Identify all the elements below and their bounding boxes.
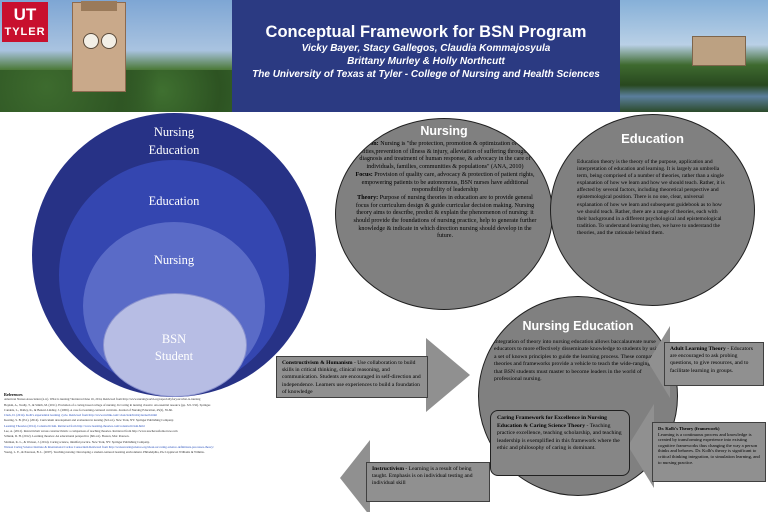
- reference-item: Sitzman, K. L., & Watson, J. (2014). Car…: [4, 439, 150, 444]
- education-text: Education theory is the theory of the pu…: [577, 159, 725, 236]
- caring-label: Caring Framework for Excellence in Nursi…: [497, 415, 607, 429]
- clock-face-icon: [101, 33, 117, 49]
- nursing-definition-label: Definition:: [350, 141, 379, 147]
- header-text: Conceptual Framework for BSN Program Vic…: [232, 22, 620, 81]
- constructivism-box: Constructivism & Humanism - Use collabor…: [276, 356, 428, 398]
- nursing-ring-label: Nursing: [153, 253, 195, 267]
- nursing-title: Nursing: [420, 124, 468, 138]
- campus-lake-photo: [620, 0, 768, 112]
- reference-item: Schunk, D. H. (2012). Learning theories:…: [4, 434, 130, 439]
- poster-title: Conceptual Framework for BSN Program: [265, 23, 587, 41]
- nursing-focus-text: Provision of quality care, advocacy & pr…: [361, 171, 535, 194]
- nursing-theory-text: Purpose of nursing theories in education…: [353, 194, 537, 240]
- constructivism-arrow: Constructivism & Humanism - Use collabor…: [276, 338, 472, 412]
- student-label: Student: [154, 349, 194, 363]
- outer-label-education: Education: [148, 143, 200, 157]
- adult-learning-arrow: Adult Learning Theory - Educators are en…: [648, 326, 766, 398]
- arrow-head: [426, 338, 470, 412]
- adult-learning-box: Adult Learning Theory - Educators are en…: [664, 342, 764, 386]
- affiliation: The University of Texas at Tyler - Colle…: [252, 69, 600, 80]
- reference-item[interactable]: Clark, D. (2014). Kolb's experiential le…: [4, 413, 158, 418]
- nursing-education-text: Integration of theory into nursing educa…: [494, 339, 664, 383]
- authors-line-2: Brittany Murley & Holly Northcutt: [347, 56, 505, 67]
- education-ring-label: Education: [148, 194, 200, 208]
- reference-item: Lee, A. (2012). Instructivism versus con…: [4, 429, 178, 434]
- clock-tower: [72, 1, 126, 92]
- reference-item: Young, L. E., & Paterson, B. L. (2007). …: [4, 450, 205, 455]
- campus-building: [692, 36, 746, 66]
- kolb-text: Learning is a continuous process and kno…: [658, 431, 760, 465]
- references-section: References American Nurses Association (…: [4, 392, 334, 510]
- bsn-student-circle: [103, 293, 247, 397]
- instructivism-box: Instructivism - Learning is a result of …: [366, 462, 490, 502]
- logo-ut-text: UT: [13, 5, 37, 24]
- authors-line-1: Vicky Bayer, Stacy Gallegos, Claudia Kom…: [301, 43, 551, 54]
- reference-item: American Nurses Association (n.d.). What…: [4, 397, 201, 402]
- nursing-text: Definition: Nursing is "the protection, …: [350, 141, 540, 241]
- adult-learning-label: Adult Learning Theory: [670, 346, 726, 352]
- ut-tyler-logo: UT TYLER: [2, 2, 48, 42]
- instructivism-arrow: Instructivism - Learning is a result of …: [340, 440, 490, 512]
- poster-header: UT TYLER Conceptual Framework for BSN Pr…: [0, 0, 768, 112]
- instructivism-label: Instructivism: [372, 466, 405, 472]
- kolb-label: Dr. Kolb's Theory (framework): [658, 426, 720, 431]
- caring-framework-box: Caring Framework for Excellence in Nursi…: [490, 410, 630, 476]
- nursing-focus-label: Focus:: [355, 171, 373, 178]
- tower-roof: [81, 1, 117, 11]
- references-heading: References: [4, 392, 23, 397]
- clock-face-icon: [83, 33, 99, 49]
- nursing-definition-text: Nursing is "the protection, promotion & …: [354, 141, 540, 171]
- reference-item: Keating, S. B. (Ed.). (2014). Curriculum…: [4, 418, 174, 423]
- nursing-theory-label: Theory:: [357, 194, 379, 201]
- kolb-arrow: Dr. Kolb's Theory (framework) Learning i…: [628, 398, 766, 490]
- instructivism-text: - Learning is a result of being taught. …: [372, 466, 473, 487]
- bsn-label: BSN: [161, 332, 187, 346]
- reference-item: Boykin, A., Touhy, T., & Smith, M. (2011…: [4, 402, 211, 407]
- constructivism-text: - Use collaboration to build skills in c…: [282, 360, 421, 395]
- kolb-box: Dr. Kolb's Theory (framework) Learning i…: [652, 422, 766, 482]
- constructivism-label: Constructivism & Humanism: [282, 360, 353, 366]
- arrow-head: [628, 404, 654, 488]
- reference-item[interactable]: Watson Caring Science Institute & Intern…: [4, 444, 214, 449]
- reference-item: Candela, L., Dalley, K., & Benzel-Lindle…: [4, 407, 173, 412]
- campus-clock-tower-photo: UT TYLER: [0, 0, 232, 112]
- adult-learning-text: - Educators are encouraged to ask probin…: [670, 346, 753, 374]
- outer-label-nursing: Nursing: [153, 125, 195, 139]
- logo-tyler-text: TYLER: [4, 26, 46, 38]
- education-title: Education: [621, 131, 684, 146]
- arrow-head: [340, 440, 370, 512]
- caring-text: - Teaching practice excellence, teaching…: [497, 422, 622, 452]
- nursing-education-title: Nursing Education: [522, 319, 634, 333]
- reference-item[interactable]: Learning Theories (2014). Constructivism…: [4, 423, 145, 428]
- education-circle-panel: Education Education theory is the theory…: [550, 114, 755, 306]
- nursing-circle-panel: Nursing Definition: Nursing is "the prot…: [335, 118, 553, 310]
